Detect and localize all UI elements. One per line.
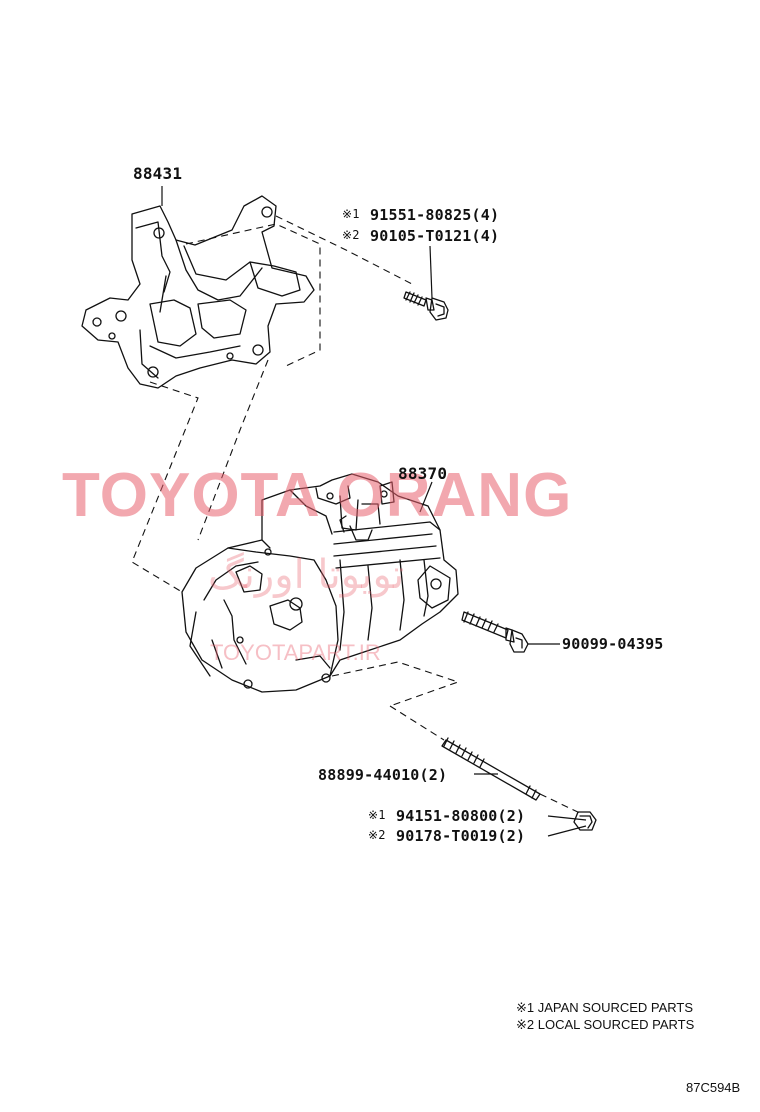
- watermark-url: TOYOTAPART.IR: [210, 640, 381, 665]
- nut-drawing: [573, 811, 597, 831]
- compressor-drawing: [181, 473, 459, 693]
- bolt-side-drawing: [461, 611, 529, 653]
- part-label-stud: 88899-44010(2): [318, 766, 448, 784]
- part-label-bolt-top-1: 91551-80825(4): [370, 206, 500, 224]
- part-label-bolt-side: 90099-04395: [562, 635, 664, 653]
- bracket-drawing: [81, 195, 315, 389]
- footnote-local: ※2 LOCAL SOURCED PARTS: [516, 1017, 695, 1032]
- part-label-compressor: 88370: [398, 464, 448, 483]
- footnote-japan: ※1 JAPAN SOURCED PARTS: [516, 1000, 694, 1015]
- watermark-persian: تویوتا اورنگ: [208, 552, 405, 598]
- marker-1-top: ※1: [342, 207, 360, 221]
- part-label-nut-1: 94151-80800(2): [396, 807, 526, 825]
- part-label-bolt-top-2: 90105-T0121(4): [370, 227, 500, 245]
- stud-drawing: [441, 737, 541, 801]
- watermark-main: TOYOTA ORANG: [62, 461, 573, 530]
- marker-2-top: ※2: [342, 228, 360, 242]
- part-label-nut-2: 90178-T0019(2): [396, 827, 526, 845]
- marker-1-nut: ※1: [368, 808, 386, 822]
- illustration-code: 87C594B: [686, 1080, 741, 1095]
- bolt-top-drawing: [403, 291, 449, 321]
- part-label-bracket: 88431: [133, 164, 183, 183]
- marker-2-nut: ※2: [368, 828, 386, 842]
